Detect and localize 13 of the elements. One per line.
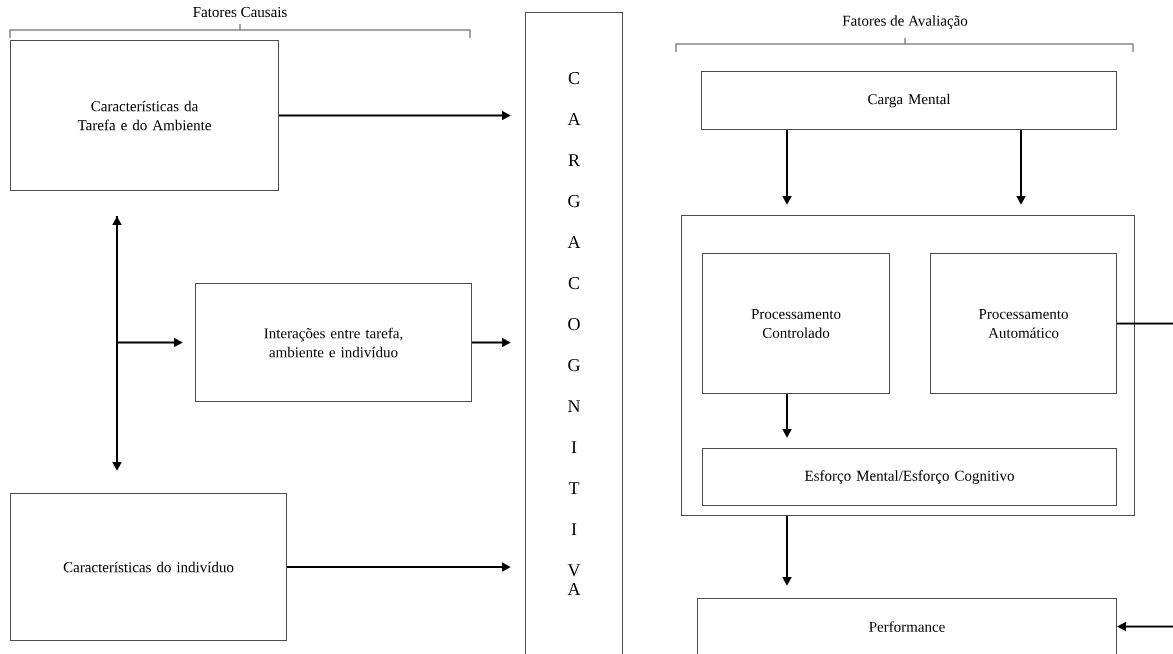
process-box: Performance <box>697 598 1117 654</box>
process-box: Esforço Mental/Esforço Cognitivo <box>702 448 1117 506</box>
process-box: Características do indivíduo <box>10 493 287 641</box>
group-box <box>681 215 1135 516</box>
vertical-text-box: CARGA COGNITIVA <box>525 12 623 654</box>
section-heading: Fatores Causais <box>193 6 287 18</box>
process-box: Processamento Controlado <box>702 253 890 394</box>
section-heading: Fatores de Avaliação <box>842 15 968 29</box>
process-box: Características da Tarefa e do Ambiente <box>10 40 279 191</box>
process-box: Interações entre tarefa, ambiente e indivíduo <box>195 283 472 402</box>
process-box: Processamento Automático <box>930 253 1117 394</box>
process-box: Carga Mental <box>701 71 1117 130</box>
connector-line <box>1116 322 1173 325</box>
